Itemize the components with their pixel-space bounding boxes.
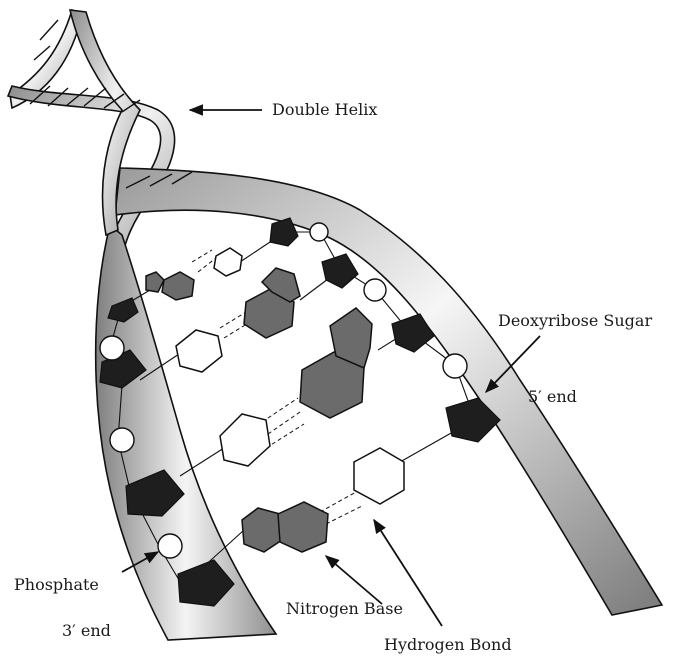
pyrimidine-base — [354, 448, 404, 504]
pyrimidine-base — [214, 248, 242, 276]
three-prime-end-label: 3′ end — [62, 621, 111, 640]
purine-base — [146, 272, 164, 292]
pyrimidine-base — [220, 414, 270, 466]
phosphate — [443, 354, 467, 378]
phosphate — [364, 279, 386, 301]
phosphate — [110, 428, 134, 452]
nitrogen-base-arrow — [326, 556, 382, 604]
sugar — [322, 254, 358, 288]
hydrogen-bond-label: Hydrogen Bond — [384, 635, 512, 654]
five-prime-end-label: 5′ end — [528, 387, 577, 406]
pyrimidine-base — [176, 330, 222, 372]
deoxyribose-sugar-label: Deoxyribose Sugar — [498, 311, 652, 330]
purine-base — [162, 272, 194, 300]
nitrogen-base-label: Nitrogen Base — [286, 599, 403, 618]
purine-base — [278, 502, 328, 552]
phosphate — [310, 223, 328, 241]
purine-base — [242, 508, 282, 552]
phosphate — [158, 534, 182, 558]
double-helix-label: Double Helix — [272, 100, 377, 119]
phosphate — [100, 336, 124, 360]
phosphate-label: Phosphate — [14, 575, 99, 594]
